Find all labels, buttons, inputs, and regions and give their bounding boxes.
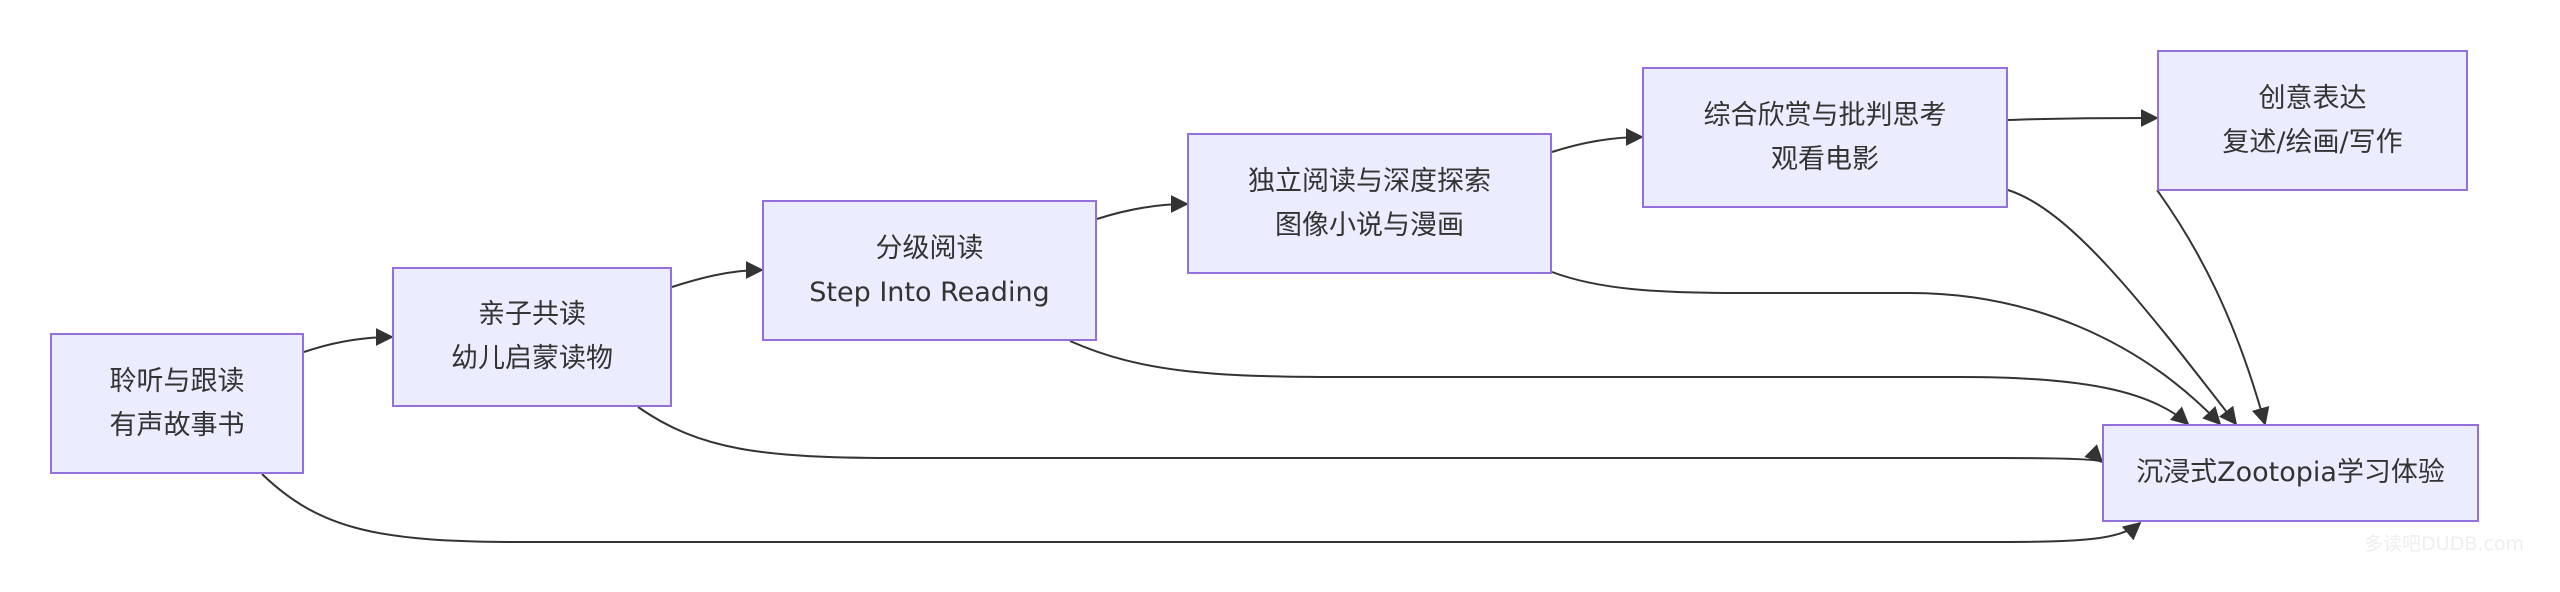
edge-critical-immersive xyxy=(2007,189,2238,426)
node-parent: 亲子共读 幼儿启蒙读物 xyxy=(392,267,672,407)
node-listen-line2: 有声故事书 xyxy=(109,409,245,441)
node-independent-line1: 独立阅读与深度探索 xyxy=(1248,165,1491,197)
watermark: 多读吧DUDB.com xyxy=(2364,533,2524,555)
edge-independent-immersive xyxy=(1551,271,2222,426)
node-immersive-line1: 沉浸式Zootopia学习体验 xyxy=(2136,457,2445,488)
node-critical-line1: 综合欣赏与批判思考 xyxy=(1703,99,1947,131)
node-graded-line2: Step Into Reading xyxy=(809,276,1050,308)
edge-independent-critical xyxy=(1551,128,1644,153)
node-independent-line2: 图像小说与漫画 xyxy=(1275,209,1464,241)
node-creative-line2: 复述/绘画/写作 xyxy=(2222,126,2403,158)
node-immersive: 沉浸式Zootopia学习体验 xyxy=(2102,424,2479,522)
edge-parent-immersive xyxy=(637,406,2104,464)
edge-graded-immersive xyxy=(1069,340,2190,426)
edge-critical-creative xyxy=(2007,109,2159,128)
node-listen-line1: 聆听与跟读 xyxy=(109,365,245,397)
node-graded-line1: 分级阅读 xyxy=(875,232,984,264)
node-critical: 综合欣赏与批判思考 观看电影 xyxy=(1642,67,2008,208)
node-parent-line1: 亲子共读 xyxy=(478,299,586,330)
node-creative-line1: 创意表达 xyxy=(2258,82,2367,114)
edge-creative-immersive xyxy=(2156,189,2270,426)
node-listen: 聆听与跟读 有声故事书 xyxy=(50,333,304,474)
node-parent-line2: 幼儿启蒙读物 xyxy=(451,343,613,374)
edge-parent-graded xyxy=(671,261,764,288)
node-creative: 创意表达 复述/绘画/写作 xyxy=(2157,50,2468,191)
edge-listen-immersive xyxy=(261,473,2142,543)
edge-listen-parent xyxy=(303,328,394,353)
node-independent: 独立阅读与深度探索 图像小说与漫画 xyxy=(1187,133,1552,274)
node-graded: 分级阅读 Step Into Reading xyxy=(762,200,1097,341)
node-critical-line2: 观看电影 xyxy=(1771,143,1879,175)
edge-graded-independent xyxy=(1096,195,1189,220)
